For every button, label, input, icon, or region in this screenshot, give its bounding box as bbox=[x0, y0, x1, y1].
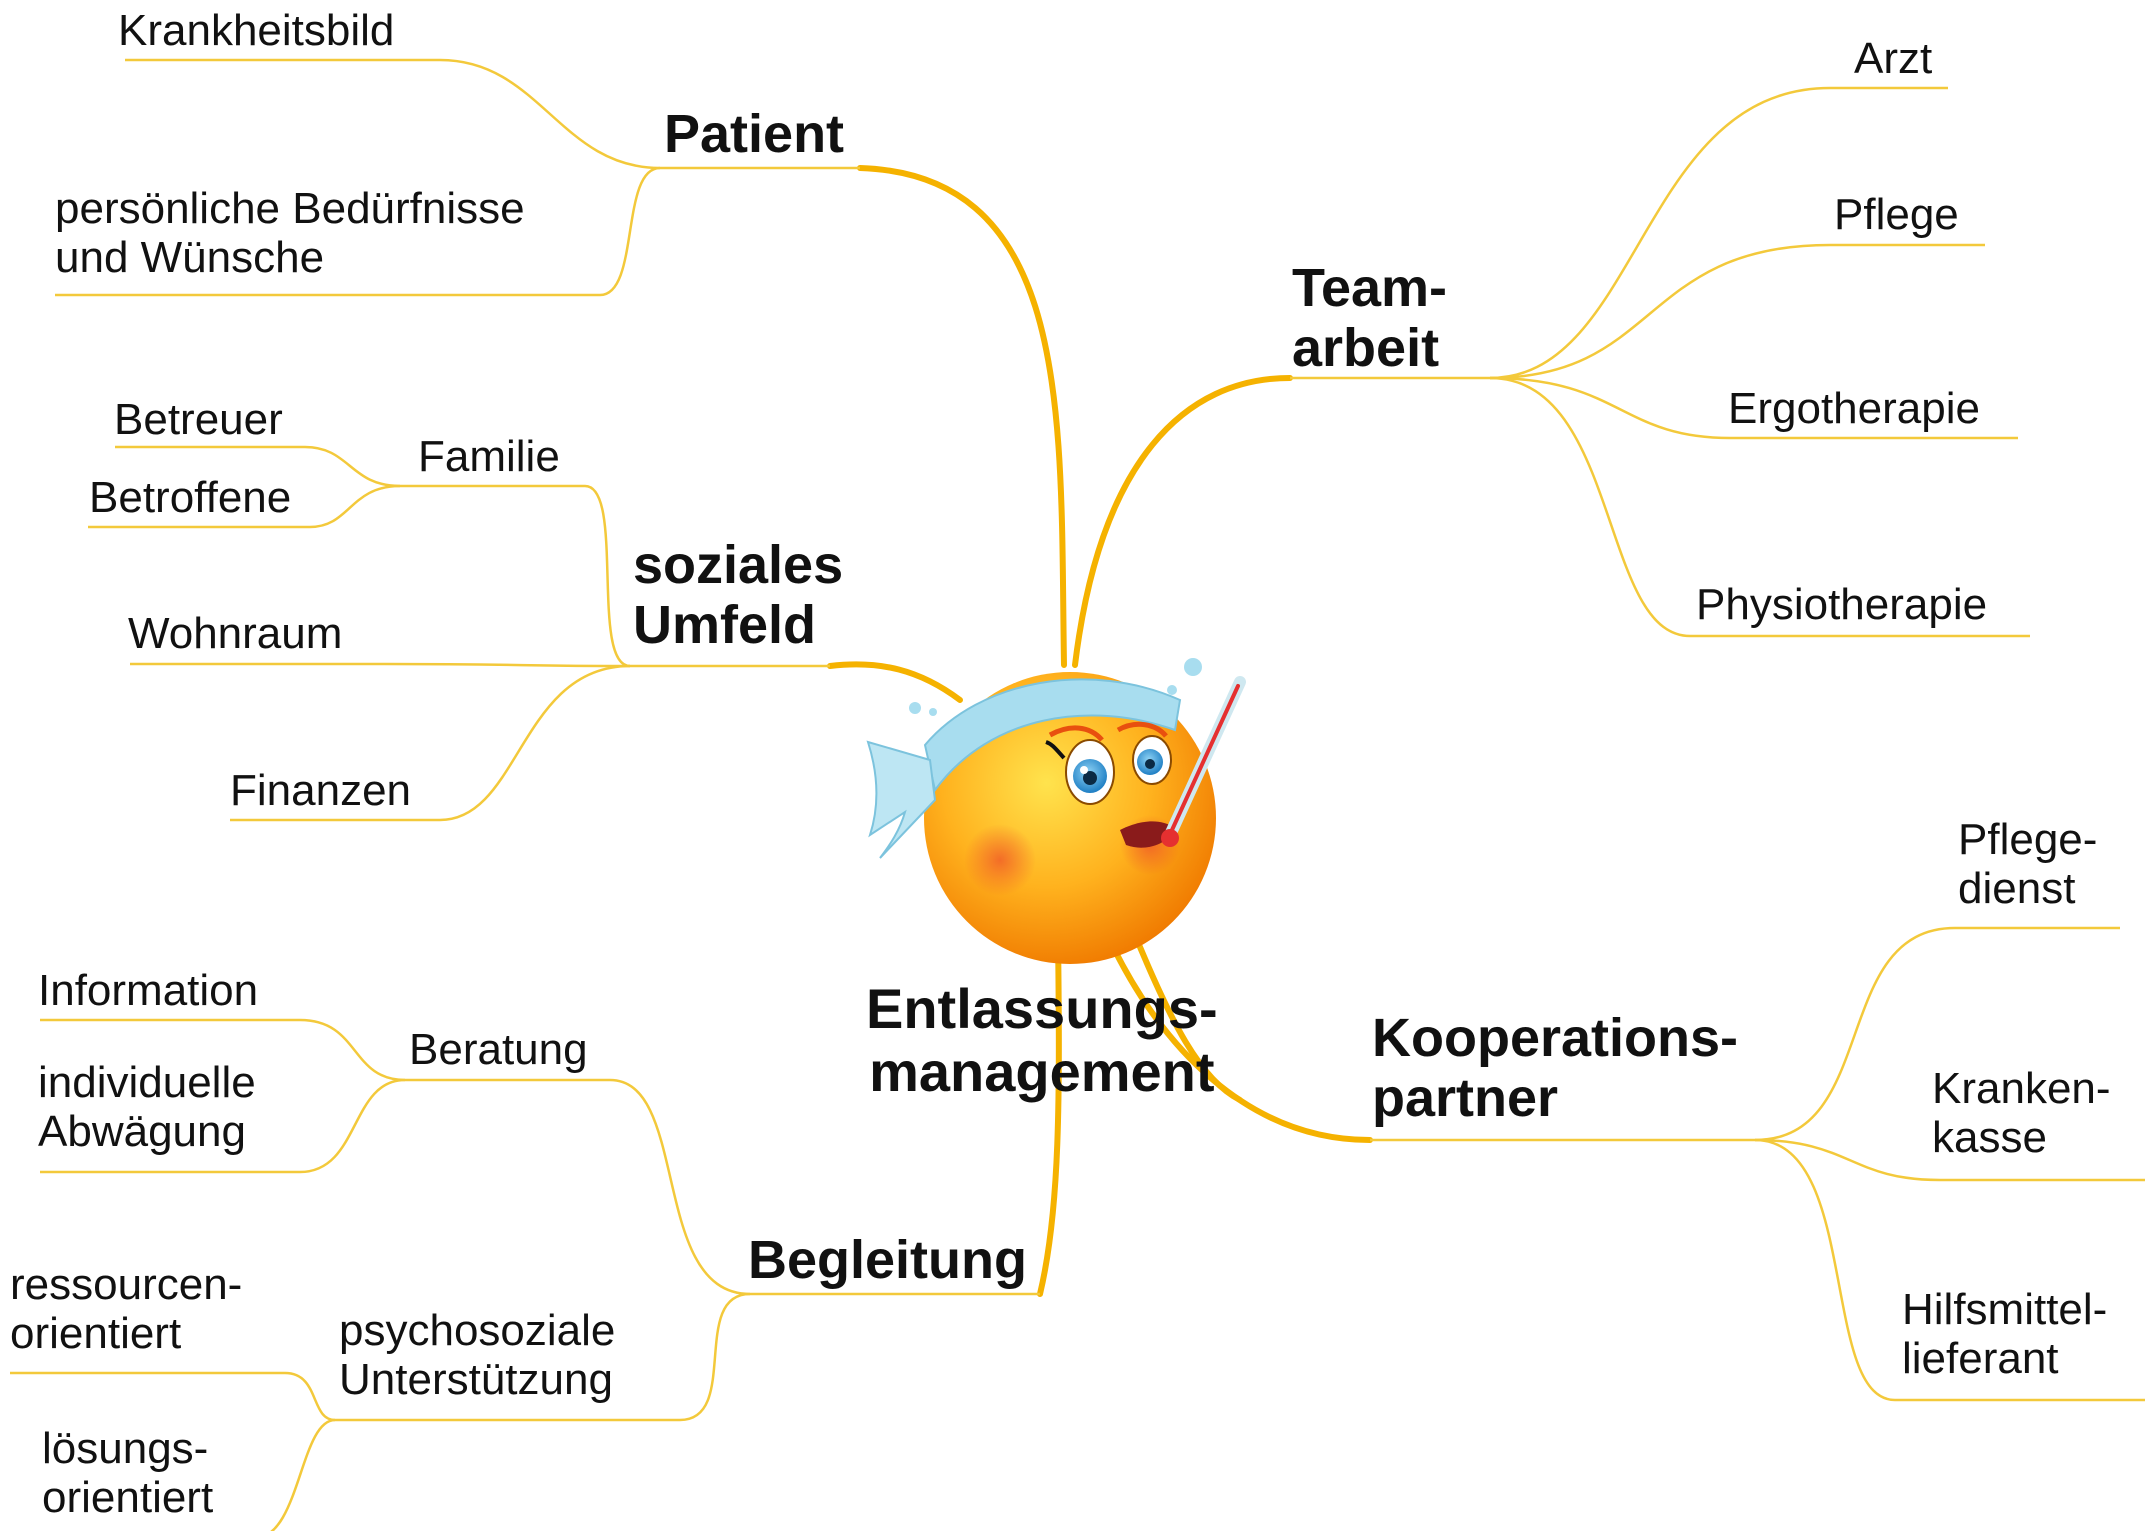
node-soziales-umfeld: soziales Umfeld bbox=[633, 535, 843, 656]
node-pflegedienst: Pflege- dienst bbox=[1958, 815, 2097, 914]
center-title-line1: Entlassungs- bbox=[866, 977, 1218, 1040]
node-kooperation-line2: partner bbox=[1372, 1068, 1559, 1129]
node-wohnraum: Wohnraum bbox=[128, 609, 343, 658]
main-branches bbox=[827, 165, 1373, 1297]
node-pflegedienst-line2: dienst bbox=[1958, 864, 2076, 914]
node-arzt: Arzt bbox=[1854, 34, 1933, 83]
node-physiotherapie: Physiotherapie bbox=[1696, 580, 1988, 629]
node-umfeld-line1: soziales bbox=[633, 535, 844, 595]
center-title: Entlassungs- management bbox=[866, 977, 1218, 1103]
node-krankenkasse-line2: kasse bbox=[1932, 1113, 2047, 1163]
node-hilfsmittel-line1: Hilfsmittel- bbox=[1902, 1285, 2108, 1334]
branch-umfeld bbox=[827, 661, 963, 703]
node-teamarbeit: Team- arbeit bbox=[1292, 258, 1447, 379]
node-information: Information bbox=[38, 966, 259, 1015]
node-loesungs-line2: orientiert bbox=[42, 1473, 214, 1523]
node-begleitung: Begleitung bbox=[748, 1230, 1027, 1290]
node-teamarbeit-line1: Team- bbox=[1292, 258, 1448, 318]
node-pflege: Pflege bbox=[1834, 190, 1959, 239]
node-beduerfnisse-line2: und Wünsche bbox=[55, 233, 325, 283]
node-beratung: Beratung bbox=[409, 1025, 588, 1074]
node-loesungs: lösungs- orientiert bbox=[42, 1424, 213, 1523]
node-kooperationspartner: Kooperations- partner bbox=[1372, 1008, 1738, 1129]
node-psychosozial-line2: Unterstützung bbox=[339, 1355, 613, 1405]
node-betreuer: Betreuer bbox=[114, 395, 283, 444]
node-ergotherapie: Ergotherapie bbox=[1728, 384, 1980, 433]
node-ressourcen-line2: orientiert bbox=[10, 1309, 182, 1359]
node-pflegedienst-line1: Pflege- bbox=[1958, 815, 2098, 864]
node-krankenkasse: Kranken- kasse bbox=[1932, 1064, 2111, 1163]
node-loesungs-line1: lösungs- bbox=[42, 1424, 209, 1473]
node-krankheitsbild: Krankheitsbild bbox=[118, 6, 395, 55]
node-beduerfnisse-line1: persönliche Bedürfnisse bbox=[55, 184, 525, 233]
connectors bbox=[10, 58, 2145, 1531]
node-patient: Patient bbox=[664, 104, 845, 164]
node-psychosozial-line1: psychosoziale bbox=[339, 1306, 616, 1355]
node-umfeld-line2: Umfeld bbox=[633, 595, 817, 656]
branch-center-stem bbox=[1132, 932, 1243, 1103]
node-finanzen: Finanzen bbox=[230, 766, 412, 815]
node-ressourcen: ressourcen- orientiert bbox=[10, 1260, 242, 1359]
node-betroffene: Betroffene bbox=[89, 473, 292, 522]
node-abwaegung-line2: Abwägung bbox=[38, 1107, 246, 1157]
node-abwaegung: individuelle Abwägung bbox=[38, 1058, 256, 1157]
branch-teamarbeit bbox=[1072, 375, 1293, 668]
node-psychosozial: psychosoziale Unterstützung bbox=[339, 1306, 615, 1405]
node-ressourcen-line1: ressourcen- bbox=[10, 1260, 243, 1309]
node-kooperation-line1: Kooperations- bbox=[1372, 1008, 1739, 1068]
node-abwaegung-line1: individuelle bbox=[38, 1058, 256, 1107]
node-krankenkasse-line1: Kranken- bbox=[1932, 1064, 2111, 1113]
branch-begleitung bbox=[1037, 932, 1062, 1297]
node-hilfsmittellieferant: Hilfsmittel- lieferant bbox=[1902, 1285, 2107, 1384]
node-hilfsmittel-line2: lieferant bbox=[1902, 1334, 2059, 1384]
sick-smiley-icon bbox=[866, 658, 1246, 964]
node-beduerfnisse: persönliche Bedürfnisse und Wünsche bbox=[55, 184, 525, 283]
center-title-line2: management bbox=[869, 1039, 1215, 1103]
node-teamarbeit-line2: arbeit bbox=[1292, 318, 1440, 379]
branch-patient bbox=[857, 165, 1067, 668]
node-familie: Familie bbox=[418, 432, 560, 481]
